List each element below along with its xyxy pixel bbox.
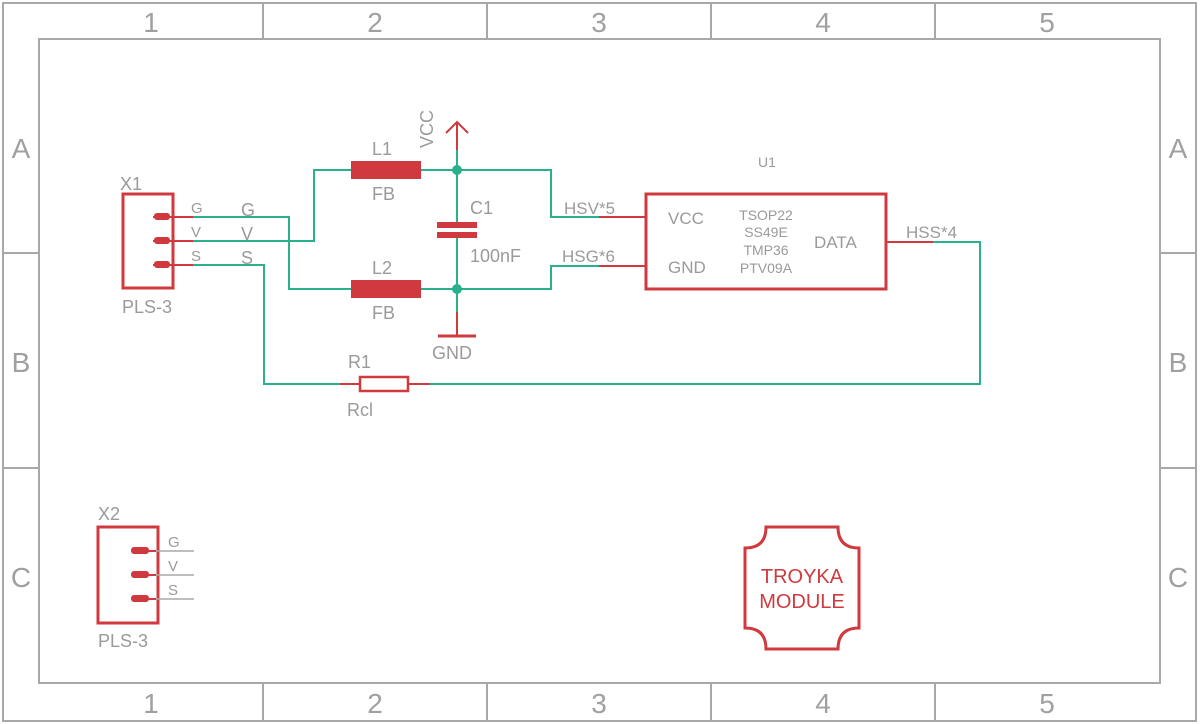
net-hsg-label: HSG*6 <box>562 247 615 266</box>
zone-row-c-left: C <box>11 562 31 593</box>
module-u1: U1 VCC GND DATA TSOP22 SS49E TMP36 PTV09… <box>562 154 957 291</box>
capacitor-c1: C1 100nF <box>437 198 521 266</box>
x2-pin-v-label: V <box>168 558 178 575</box>
u1-part-4: PTV09A <box>740 260 793 276</box>
l1-ref-label: L1 <box>372 139 392 159</box>
zone-row-a-right: A <box>1169 133 1188 164</box>
vcc-arrow-icon <box>445 120 469 134</box>
x1-pin-v-icon <box>154 237 170 244</box>
u1-part-1: TSOP22 <box>739 207 793 223</box>
wire-net-hsv <box>420 169 599 218</box>
x1-pin-g-icon <box>154 213 170 220</box>
x2-pin-g-icon <box>131 547 149 554</box>
x2-pin-v-icon <box>131 571 149 578</box>
zone-col-3-top: 3 <box>591 7 607 38</box>
l2-body <box>351 280 421 298</box>
l2-ref-label: L2 <box>372 258 392 278</box>
u1-pin-data-label: DATA <box>814 233 857 252</box>
r1-ref-label: R1 <box>348 352 371 372</box>
zone-col-1-top: 1 <box>143 7 159 38</box>
zone-col-1-bottom: 1 <box>143 688 159 719</box>
x2-pin-s-icon <box>131 595 149 602</box>
wire-net-g <box>193 216 352 290</box>
c1-ref-label: C1 <box>470 198 493 218</box>
gnd-label: GND <box>432 343 472 363</box>
x1-pin-g-label: G <box>191 200 203 217</box>
zone-col-2-bottom: 2 <box>367 688 383 719</box>
inductor-l2: L2 FB <box>351 258 421 323</box>
l1-body <box>351 161 421 179</box>
l2-value-label: FB <box>372 303 395 323</box>
x2-value-label: PLS-3 <box>98 631 148 651</box>
zone-col-3-bottom: 3 <box>591 688 607 719</box>
resistor-r1: R1 Rcl <box>340 352 430 420</box>
u1-pin-vcc-label: VCC <box>668 209 704 228</box>
inner-border <box>38 38 1161 684</box>
zone-col-4-bottom: 4 <box>815 688 831 719</box>
troyka-logo-outline <box>743 525 861 651</box>
x1-ref-label: X1 <box>120 174 142 194</box>
x2-pin-g-label: G <box>168 534 180 551</box>
power-gnd: GND <box>432 312 476 363</box>
c1-plate-top <box>437 222 477 228</box>
r1-body <box>358 375 410 393</box>
connector-x1: X1 G V S G V S PLS-3 <box>120 174 255 317</box>
u1-pin-gnd-label: GND <box>668 258 706 277</box>
power-vcc: VCC <box>417 110 469 150</box>
zone-col-2-top: 2 <box>367 7 383 38</box>
zone-col-5-bottom: 5 <box>1039 688 1055 719</box>
x2-pin-s-label: S <box>168 582 178 599</box>
zone-col-5-top: 5 <box>1039 7 1055 38</box>
troyka-logo: TROYKA MODULE <box>743 525 861 651</box>
x1-pin-s-label: S <box>191 248 201 265</box>
inductor-l1: L1 FB <box>351 139 421 204</box>
zone-row-a-left: A <box>12 133 31 164</box>
wire-net-hsg <box>420 265 599 290</box>
logo-line-1: TROYKA <box>761 566 844 588</box>
wire-net-s <box>193 264 360 385</box>
zone-col-4-top: 4 <box>815 7 831 38</box>
logo-line-2: MODULE <box>759 591 845 613</box>
x1-net-v-label: V <box>241 224 253 244</box>
connector-x2: X2 G V S PLS-3 <box>96 504 194 651</box>
x1-net-s-label: S <box>241 248 253 268</box>
x1-pin-s-icon <box>154 261 170 268</box>
c1-value-label: 100nF <box>470 246 521 266</box>
zone-row-b-left: B <box>12 347 31 378</box>
zone-row-c-right: C <box>1168 562 1188 593</box>
u1-ref-label: U1 <box>758 154 776 170</box>
junction-gnd <box>452 284 462 294</box>
x1-value-label: PLS-3 <box>122 297 172 317</box>
x1-net-g-label: G <box>241 200 255 220</box>
net-hsv-label: HSV*5 <box>564 199 615 218</box>
net-wires <box>193 140 981 385</box>
l1-value-label: FB <box>372 184 395 204</box>
x2-ref-label: X2 <box>98 504 120 524</box>
wire-net-v <box>193 169 352 242</box>
wire-net-hss <box>408 241 981 385</box>
junction-vcc <box>452 165 462 175</box>
u1-part-2: SS49E <box>744 224 788 240</box>
u1-part-3: TMP36 <box>743 242 788 258</box>
vcc-label: VCC <box>417 110 437 148</box>
c1-plate-bottom <box>437 232 477 238</box>
x1-pin-v-label: V <box>191 224 201 241</box>
r1-value-label: Rcl <box>347 400 373 420</box>
net-hss-label: HSS*4 <box>906 223 957 242</box>
zone-row-b-right: B <box>1169 347 1188 378</box>
